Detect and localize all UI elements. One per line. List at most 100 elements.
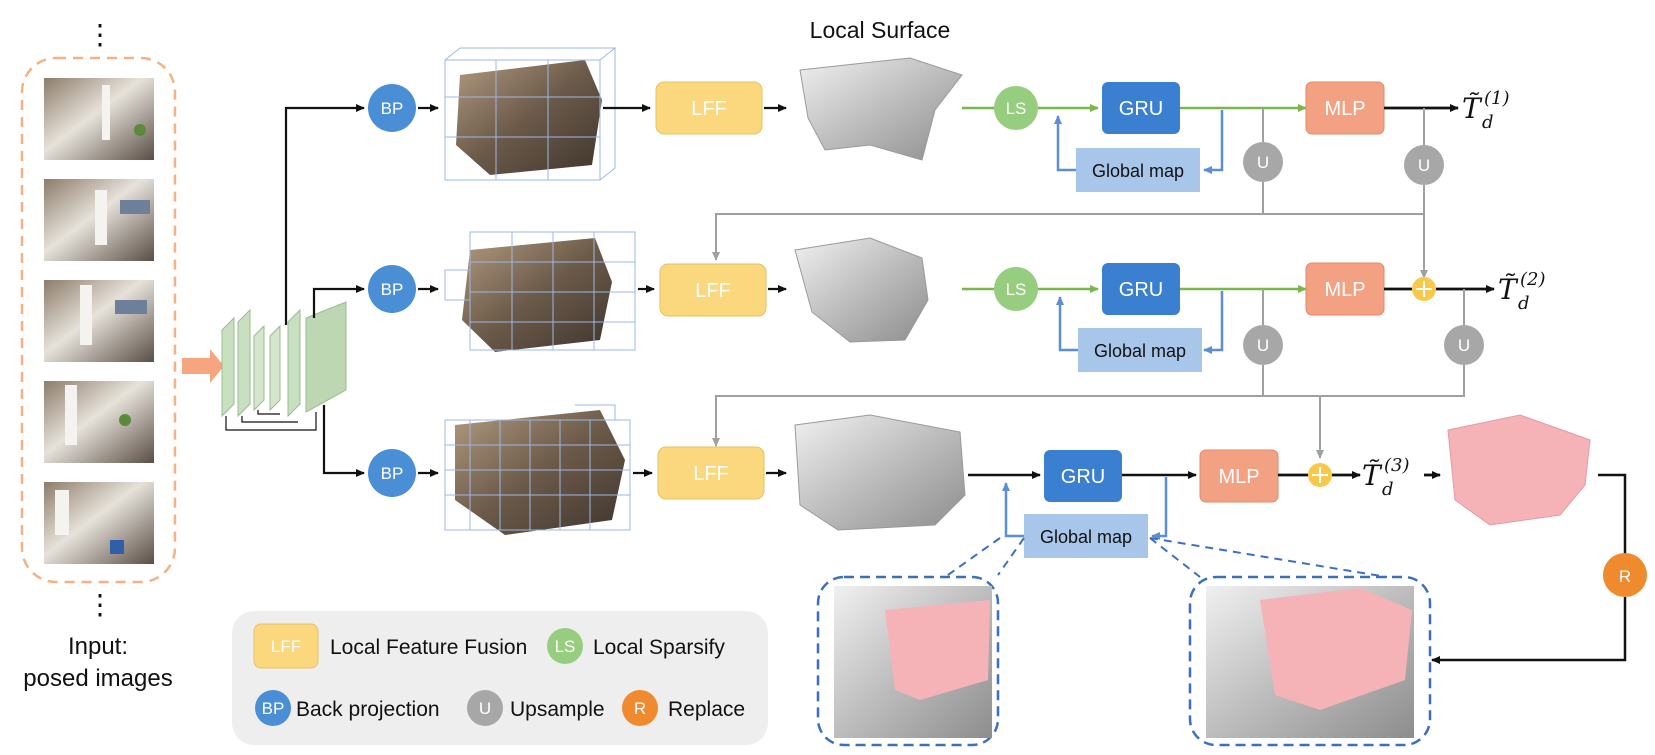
ls-label: LS bbox=[1006, 280, 1027, 299]
mlp-label: MLP bbox=[1324, 98, 1365, 120]
global-map-box bbox=[1076, 148, 1200, 192]
ellipsis-bottom: ⋮ bbox=[86, 589, 114, 620]
add-icon bbox=[1308, 463, 1332, 487]
local-surface-mesh-3 bbox=[794, 414, 966, 531]
input-image bbox=[44, 381, 154, 463]
mlp-label: MLP bbox=[1324, 279, 1365, 301]
svg-text:Back projection: Back projection bbox=[296, 698, 440, 721]
ls-node bbox=[994, 267, 1038, 311]
bp-node bbox=[368, 265, 416, 313]
bp-label: BP bbox=[381, 280, 404, 299]
global-map-label: Global map bbox=[1040, 527, 1132, 547]
ellipsis-top: ⋮ bbox=[86, 19, 114, 50]
bp-node bbox=[368, 449, 416, 497]
backbone-to-bp2-arrow bbox=[312, 285, 365, 318]
lff-box bbox=[655, 81, 763, 135]
output-t3: T̃ d (3) bbox=[1362, 455, 1410, 500]
ls-label: LS bbox=[1006, 99, 1027, 118]
local-surface-mesh-1 bbox=[799, 57, 963, 161]
gru-box bbox=[1102, 82, 1180, 134]
output-t2: T̃ d (2) bbox=[1498, 269, 1546, 314]
svg-text:T̃: T̃ bbox=[1362, 459, 1383, 492]
gru-label: GRU bbox=[1061, 466, 1105, 488]
svg-text:Local Feature Fusion: Local Feature Fusion bbox=[330, 636, 527, 659]
replace-node bbox=[1603, 553, 1647, 597]
add-icon bbox=[1412, 277, 1436, 301]
input-arrow bbox=[182, 349, 224, 383]
upsample-node bbox=[1243, 142, 1283, 182]
voxel-scene-2 bbox=[444, 231, 636, 352]
global-map-zoom-after bbox=[1149, 537, 1432, 747]
input-image bbox=[44, 280, 154, 362]
legend-bp: BP Back projection bbox=[255, 690, 440, 726]
global-map-zoom-before bbox=[816, 537, 1025, 747]
backbone-network bbox=[221, 301, 347, 431]
gru-box bbox=[1102, 263, 1180, 315]
svg-text:T̃: T̃ bbox=[1498, 273, 1519, 306]
legend-lff: LFF Local Feature Fusion bbox=[253, 623, 527, 669]
backbone-to-bp1-arrow bbox=[284, 104, 365, 325]
mlp-label: MLP bbox=[1218, 466, 1259, 488]
svg-text:(3): (3) bbox=[1384, 455, 1410, 476]
local-surface-title: Local Surface bbox=[810, 17, 951, 43]
bp-node bbox=[368, 84, 416, 132]
lff-label: LFF bbox=[691, 98, 727, 120]
input-caption-line1: Input: bbox=[68, 633, 128, 660]
output-t1: T̃ d (1) bbox=[1462, 88, 1510, 133]
input-panel: ⋮ ⋮ Input: posed images bbox=[20, 19, 177, 692]
lff-label: LFF bbox=[695, 280, 731, 302]
global-map-box bbox=[1078, 328, 1202, 372]
svg-text:d: d bbox=[1518, 293, 1530, 314]
legend-ls: LS Local Sparsify bbox=[547, 628, 725, 664]
upsample-label: U bbox=[1257, 153, 1269, 172]
global-map-label: Global map bbox=[1094, 341, 1186, 361]
svg-text:Upsample: Upsample bbox=[510, 698, 605, 721]
global-map-box bbox=[1024, 514, 1148, 558]
upsample-label: U bbox=[1418, 156, 1430, 175]
svg-text:(2): (2) bbox=[1520, 269, 1546, 290]
upsample-label: U bbox=[1458, 336, 1470, 355]
legend: LFF Local Feature Fusion LS Local Sparsi… bbox=[232, 611, 768, 745]
bp-label: BP bbox=[381, 464, 404, 483]
global-map-label: Global map bbox=[1092, 161, 1184, 181]
voxel-scene-3 bbox=[444, 404, 631, 535]
upsample-node bbox=[1444, 325, 1484, 365]
lff-label: LFF bbox=[693, 463, 729, 485]
svg-text:BP: BP bbox=[262, 699, 285, 718]
lff-box bbox=[659, 263, 767, 317]
upsample-node bbox=[1404, 145, 1444, 185]
ls-node bbox=[994, 86, 1038, 130]
input-image bbox=[44, 482, 154, 564]
local-surface-mesh-2 bbox=[794, 237, 929, 343]
gru-label: GRU bbox=[1119, 279, 1163, 301]
input-image bbox=[44, 179, 154, 261]
svg-text:R: R bbox=[634, 699, 646, 718]
svg-text:U: U bbox=[479, 699, 491, 718]
gru-box bbox=[1044, 450, 1122, 502]
row-3: BP LFF GRU Global map MLP T̃ d (3) bbox=[368, 404, 1647, 664]
upsample-node bbox=[1243, 325, 1283, 365]
legend-r: R Replace bbox=[622, 690, 745, 726]
svg-text:(1): (1) bbox=[1484, 88, 1510, 109]
gru-label: GRU bbox=[1119, 98, 1163, 120]
svg-text:T̃: T̃ bbox=[1462, 92, 1483, 125]
svg-text:d: d bbox=[1482, 112, 1494, 133]
backbone-to-bp3-arrow bbox=[322, 405, 365, 477]
lff-box bbox=[657, 446, 765, 500]
input-image bbox=[44, 78, 154, 160]
input-frame bbox=[20, 56, 177, 584]
row-2: BP LFF LS GRU Global map MLP T̃ d bbox=[368, 231, 1546, 459]
svg-text:LS: LS bbox=[555, 637, 576, 656]
svg-text:LFF: LFF bbox=[271, 637, 301, 656]
svg-text:Local Sparsify: Local Sparsify bbox=[593, 636, 725, 659]
voxel-scene-1 bbox=[444, 47, 617, 181]
legend-u: U Upsample bbox=[467, 690, 605, 726]
input-caption-line2: posed images bbox=[23, 665, 172, 692]
svg-text:d: d bbox=[1382, 479, 1394, 500]
final-mesh bbox=[1447, 414, 1591, 526]
bp-label: BP bbox=[381, 99, 404, 118]
upsample-label: U bbox=[1257, 336, 1269, 355]
replace-label: R bbox=[1619, 567, 1631, 586]
svg-text:Replace: Replace bbox=[668, 698, 745, 721]
